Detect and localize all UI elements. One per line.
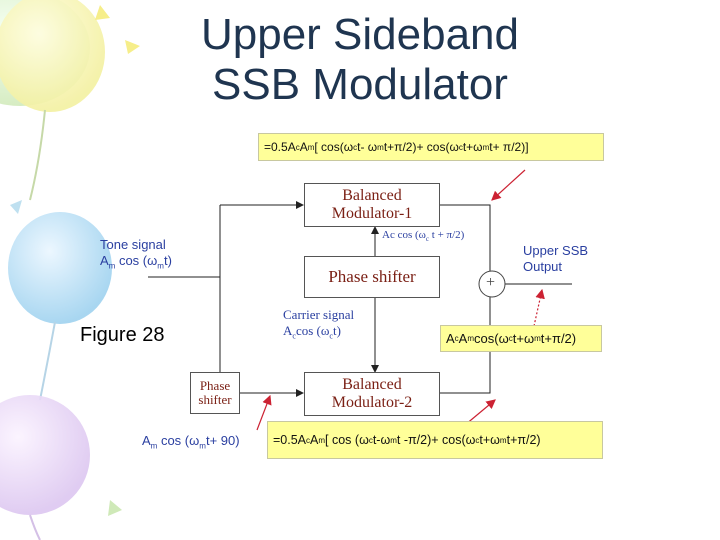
title-line-2: SSB Modulator [212, 60, 508, 109]
figure-label: Figure 28 [80, 324, 165, 346]
pointer-tone-shift [256, 394, 272, 431]
carrier-signal-label: Carrier signal Accos (ωct) [283, 307, 355, 341]
phase-shifter-block: Phase shifter [304, 256, 440, 298]
small-phase-shifter-block: Phase shifter [190, 372, 240, 414]
slide-title: Upper Sideband SSB Modulator [150, 10, 570, 110]
title-line-1: Upper Sideband [200, 10, 519, 59]
balanced-modulator-1-block: Balanced Modulator-1 [304, 183, 440, 227]
carrier-shift-label: Ac cos (ωc t + π/2) [382, 229, 465, 244]
balanced-modulator-2-block: Balanced Modulator-2 [304, 372, 440, 416]
bm1-output-wire [440, 204, 491, 273]
tone-signal-label: Tone signal Am cos (ωmt) [100, 237, 172, 271]
upper-ssb-output-label: Upper SSB Output [523, 243, 589, 274]
pointer-output [533, 288, 545, 327]
summer-circle [478, 270, 506, 298]
tone-shifted-label: Am cos (ωmt+ 90) [142, 433, 240, 451]
summer-plus-label: + [486, 274, 496, 291]
pointer-top-equation [491, 169, 526, 201]
pointer-bottom-equation [464, 399, 496, 426]
